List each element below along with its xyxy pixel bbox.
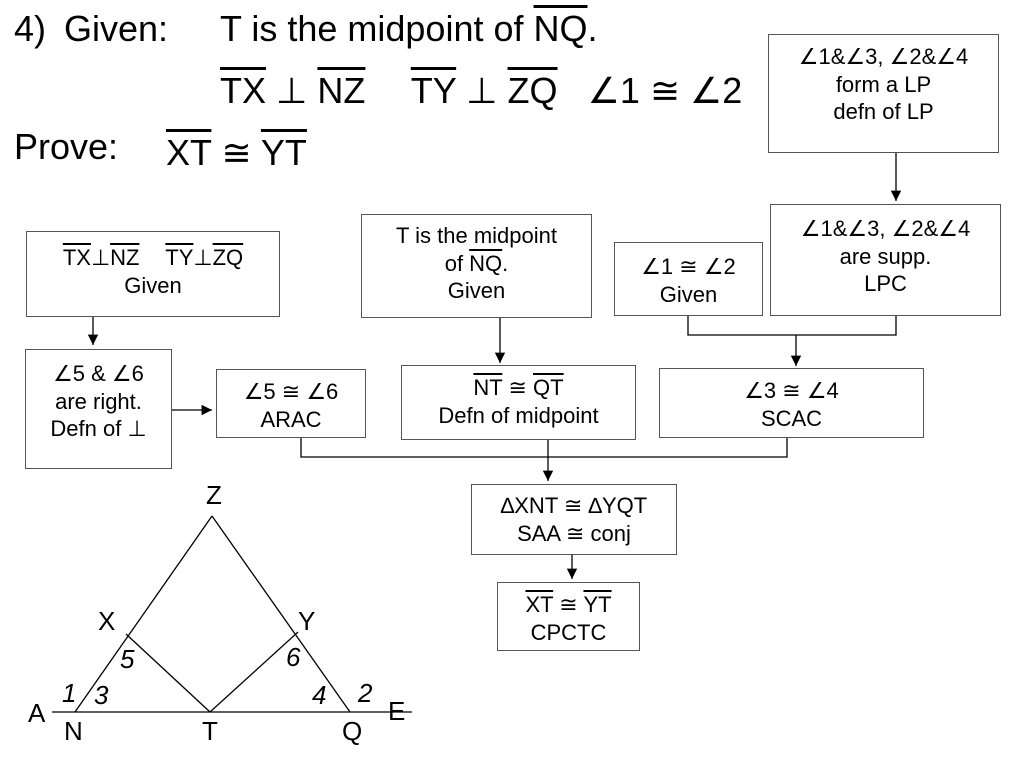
point-q-label: Q bbox=[342, 716, 363, 746]
angle-6-label: 6 bbox=[286, 642, 301, 672]
perp-given-box: TX⊥NZ TY⊥ZQ Given bbox=[26, 231, 280, 317]
congruent-symbol: ≅ bbox=[221, 132, 252, 173]
problem-number: 4) bbox=[14, 8, 47, 49]
given-segment-tx: TX bbox=[220, 70, 267, 111]
right-angles-statement-2: are right. bbox=[55, 388, 142, 414]
prove-label: Prove: bbox=[14, 126, 119, 167]
midpoint-defn-box: NT ≅ QT Defn of midpoint bbox=[401, 365, 636, 440]
angle-5-label: 5 bbox=[120, 644, 135, 674]
midpoint-of-text: of bbox=[444, 250, 470, 276]
segment-ty bbox=[209, 631, 299, 713]
congruent-symbol: ≅ bbox=[508, 375, 527, 400]
prove-segment-yt: YT bbox=[260, 132, 307, 173]
segment-zq bbox=[211, 515, 351, 713]
seg-tx: TX bbox=[62, 245, 91, 270]
seg-zq: ZQ bbox=[212, 245, 244, 270]
midpoint-given-reason: Given bbox=[447, 278, 506, 303]
given-line-1: T is the midpoint of NQ. bbox=[220, 8, 598, 50]
given-segment-nq: NQ bbox=[533, 8, 588, 49]
given-label: Given: bbox=[64, 8, 169, 49]
point-e-label: E bbox=[388, 696, 406, 726]
seg-qt: QT bbox=[533, 375, 564, 400]
triangles-statement: ∆XNT ≅ ∆YQT bbox=[500, 493, 648, 518]
given-angles: ∠1 ≅ ∠2 bbox=[587, 70, 743, 111]
given-segment-zq: ZQ bbox=[507, 70, 558, 111]
supp-box: ∠1&∠3, ∠2&∠4 are supp. LPC bbox=[770, 204, 1001, 316]
triangles-reason: SAA ≅ conj bbox=[517, 520, 631, 546]
midpoint-given-statement: T is the midpoint bbox=[395, 223, 557, 248]
scac-reason: SCAC bbox=[760, 405, 823, 431]
given-midpoint-text: T is the midpoint of bbox=[220, 8, 534, 49]
conclusion-box: XT ≅ YT CPCTC bbox=[497, 582, 640, 651]
seg-ty: TY bbox=[165, 245, 194, 270]
angles-given-statement: ∠1 ≅ ∠2 bbox=[641, 254, 736, 279]
point-z-label: Z bbox=[206, 480, 222, 510]
midpoint-given-box: T is the midpoint of NQ. Given bbox=[361, 214, 592, 318]
angles-given-box: ∠1 ≅ ∠2 Given bbox=[614, 242, 763, 316]
arac-box: ∠5 ≅ ∠6 ARAC bbox=[216, 369, 366, 438]
midpoint-defn-reason: Defn of midpoint bbox=[438, 402, 599, 428]
given-segment-nz: NZ bbox=[317, 70, 366, 111]
angles-given-reason: Given bbox=[659, 281, 718, 307]
segment-nz bbox=[74, 515, 213, 713]
angle-4-label: 4 bbox=[312, 680, 327, 710]
lp-form-statement: ∠1&∠3, ∠2&∠4 bbox=[798, 44, 969, 69]
lp-form-statement-2: form a LP bbox=[835, 71, 932, 97]
midpoint-given-statement-2: of NQ. bbox=[362, 250, 591, 278]
arac-reason: ARAC bbox=[260, 406, 322, 432]
supp-statement-2: are supp. bbox=[839, 243, 932, 269]
perp-symbol: ⊥ bbox=[193, 245, 213, 270]
right-angles-statement: ∠5 & ∠6 bbox=[53, 361, 144, 386]
perp-symbol: ⊥ bbox=[90, 245, 111, 270]
right-angles-box: ∠5 & ∠6 are right. Defn of ⊥ bbox=[25, 349, 172, 469]
given-line-2: TX ⊥ NZ TY ⊥ ZQ ∠1 ≅ ∠2 bbox=[220, 70, 742, 112]
angle-3-label: 3 bbox=[94, 680, 109, 710]
angle-1-label: 1 bbox=[62, 678, 77, 708]
given-period: . bbox=[587, 8, 598, 49]
scac-statement: ∠3 ≅ ∠4 bbox=[744, 378, 839, 403]
seg-xt: XT bbox=[525, 592, 554, 617]
point-y-label: Y bbox=[298, 606, 316, 636]
midpoint-period: . bbox=[502, 250, 509, 276]
conclusion-reason: CPCTC bbox=[530, 619, 607, 645]
seg-nz: NZ bbox=[110, 245, 140, 270]
congruent-symbol: ≅ bbox=[559, 592, 578, 617]
seg-nt: NT bbox=[473, 375, 503, 400]
perp-symbol: ⊥ bbox=[466, 70, 498, 111]
perp-given-statement: TX⊥NZ TY⊥ZQ bbox=[27, 244, 279, 272]
seg-yt: YT bbox=[583, 592, 612, 617]
conclusion-statement: XT ≅ YT bbox=[498, 591, 639, 619]
lp-form-reason: defn of LP bbox=[833, 99, 934, 124]
point-t-label: T bbox=[202, 716, 218, 746]
point-a-label: A bbox=[28, 698, 46, 728]
perp-symbol: ⊥ bbox=[276, 70, 308, 111]
scac-box: ∠3 ≅ ∠4 SCAC bbox=[659, 368, 924, 438]
right-angles-reason: Defn of ⊥ bbox=[50, 416, 147, 441]
point-x-label: X bbox=[98, 606, 116, 636]
lp-form-box: ∠1&∠3, ∠2&∠4 form a LP defn of LP bbox=[768, 34, 999, 153]
point-n-label: N bbox=[64, 716, 83, 746]
prove-statement: XT ≅ YT bbox=[166, 132, 307, 174]
supp-reason: LPC bbox=[864, 271, 907, 296]
triangles-box: ∆XNT ≅ ∆YQT SAA ≅ conj bbox=[471, 484, 677, 555]
seg-nq: NQ bbox=[469, 250, 503, 276]
supp-statement: ∠1&∠3, ∠2&∠4 bbox=[800, 216, 971, 241]
prove-segment-xt: XT bbox=[166, 132, 212, 173]
segment-xt bbox=[125, 633, 211, 713]
midpoint-defn-statement: NT ≅ QT bbox=[402, 374, 635, 402]
arac-statement: ∠5 ≅ ∠6 bbox=[243, 379, 339, 404]
angle-2-label: 2 bbox=[358, 678, 373, 708]
given-segment-ty: TY bbox=[410, 70, 457, 111]
perp-given-reason: Given bbox=[124, 272, 182, 298]
